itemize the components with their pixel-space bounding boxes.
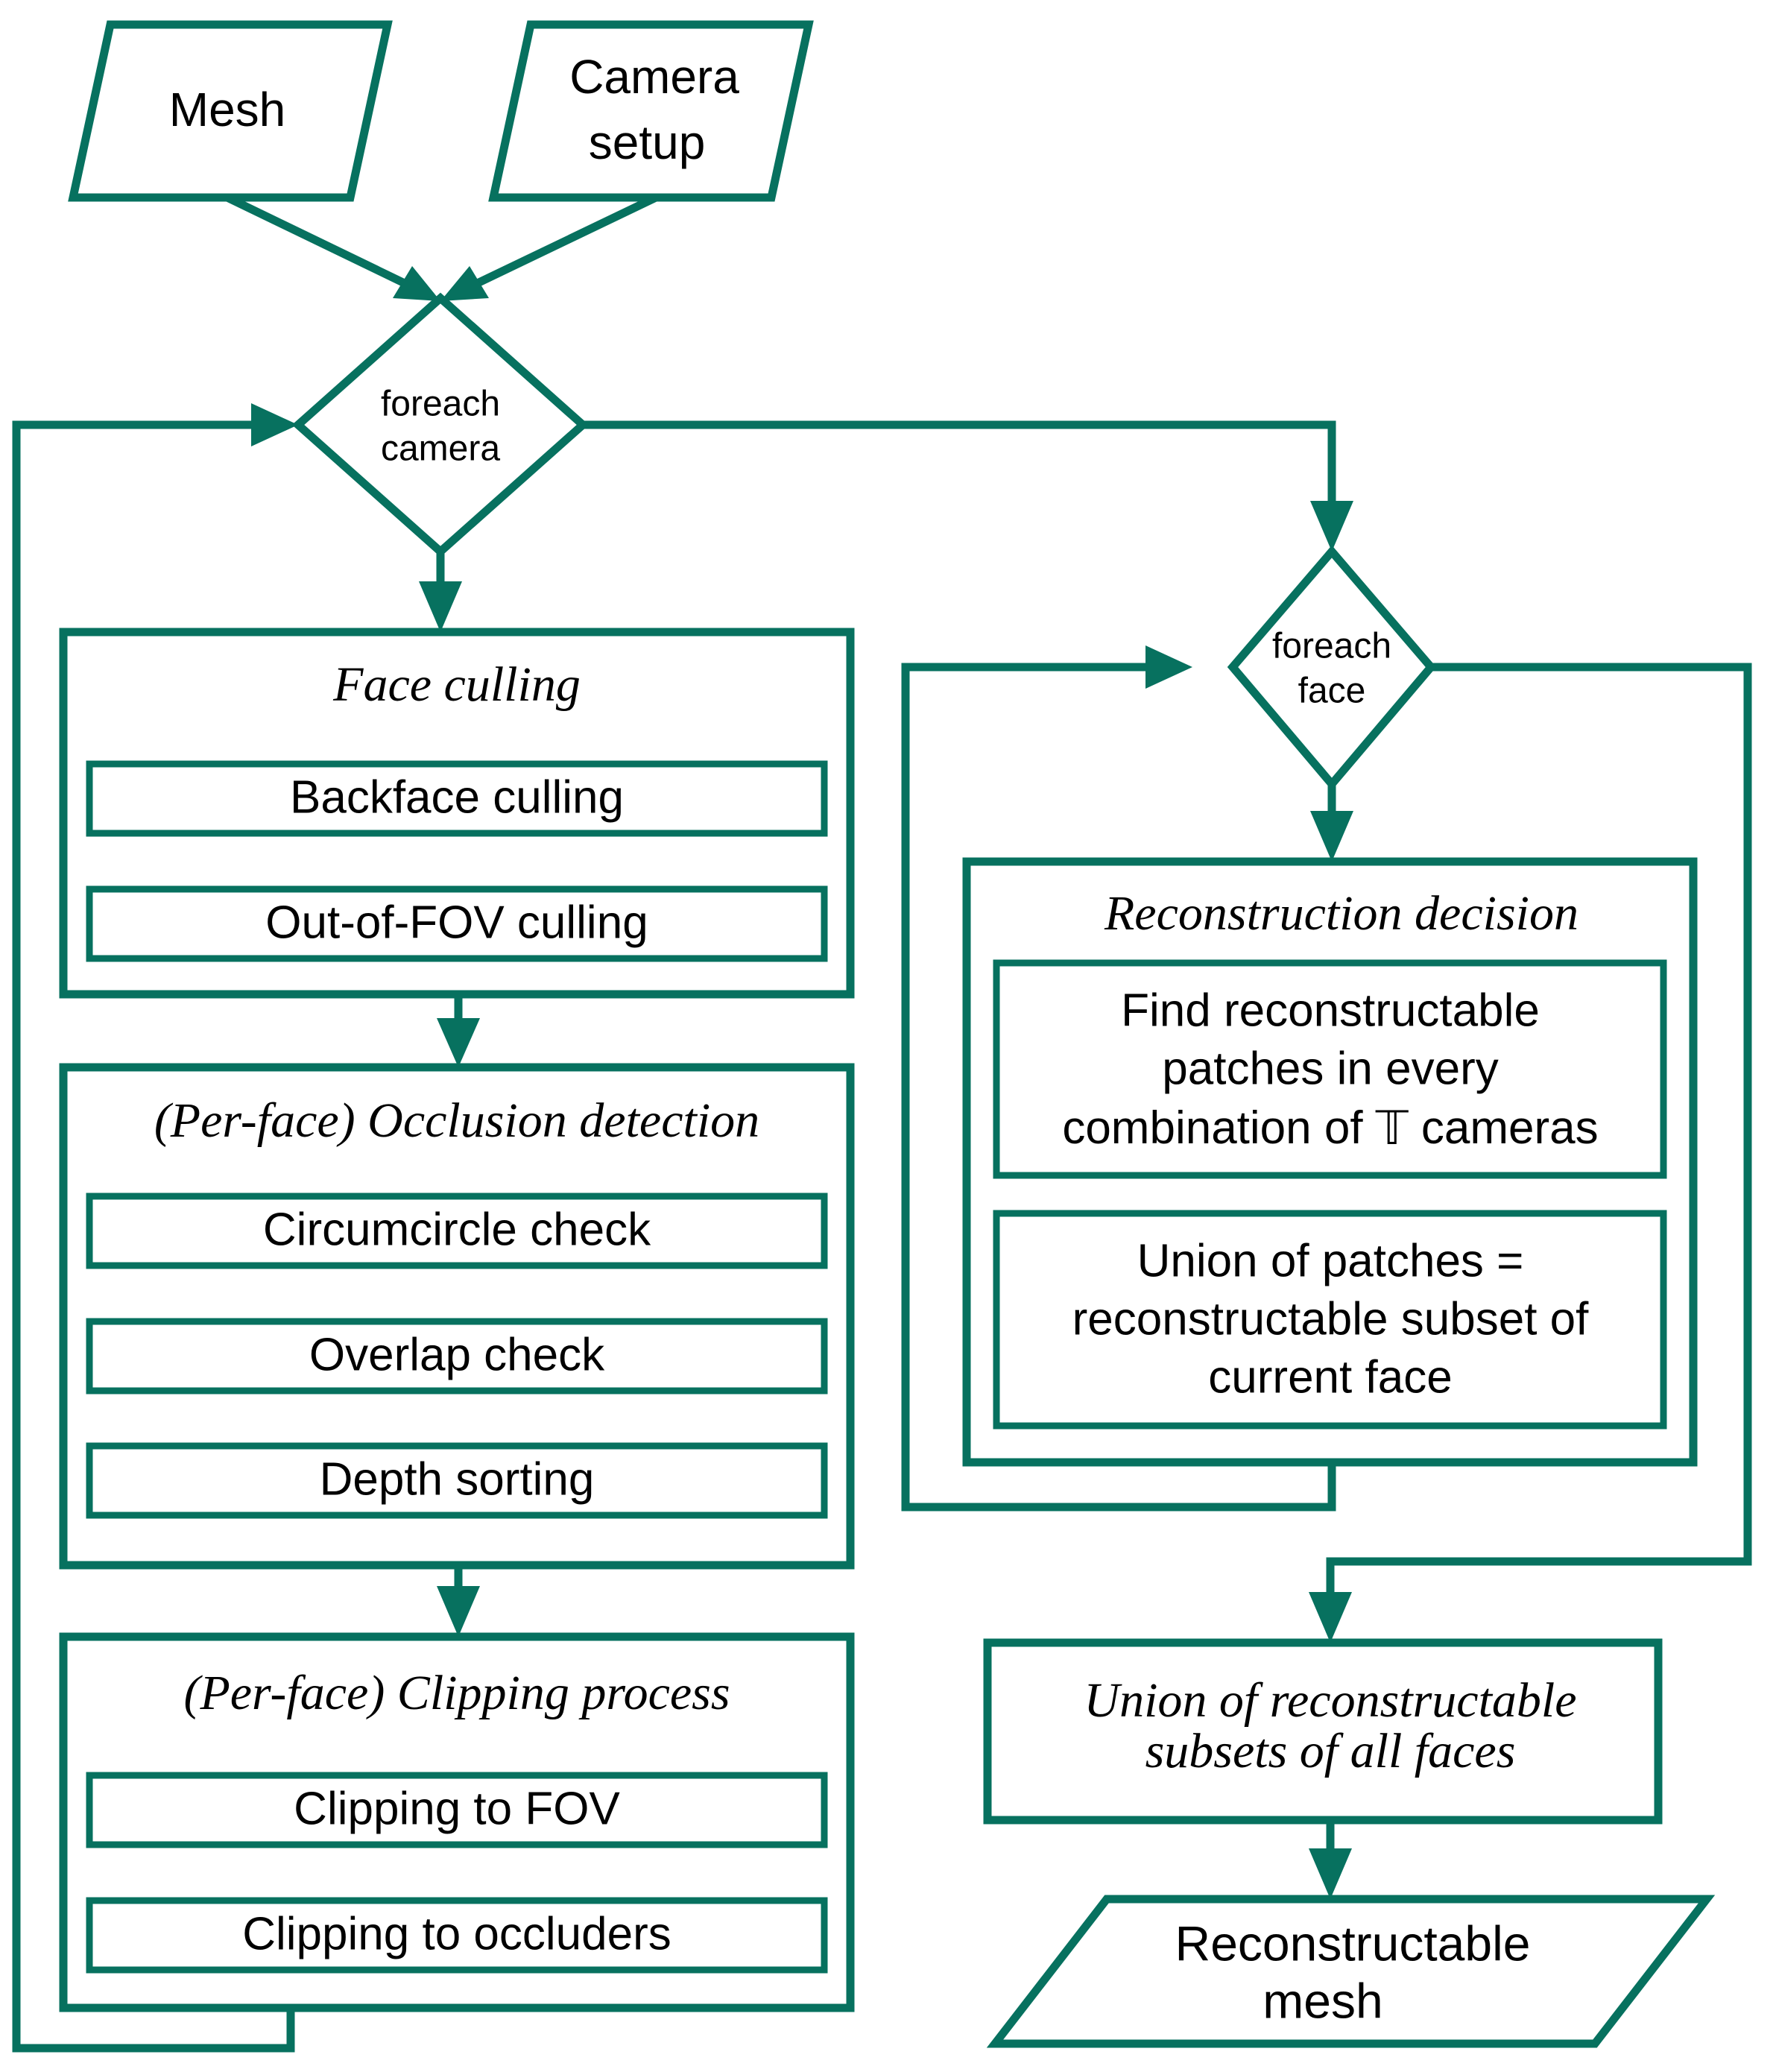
- edge-loop-camera-to-loop-face: [583, 420, 1353, 552]
- blackboard-bold-t-symbol: 𝕋: [1375, 1101, 1409, 1155]
- step-backface-culling[interactable]: Backface culling: [86, 760, 828, 837]
- union-all-faces-line1: Union of reconstructable: [1084, 1673, 1576, 1728]
- find-patches-line3-post: cameras: [1409, 1102, 1599, 1154]
- edge-clipping-back-to-loop-camera: [12, 403, 298, 2053]
- group-occlusion-detection[interactable]: (Per-face) Occlusion detection Circumcir…: [59, 1063, 855, 1570]
- step-find-reconstructable-patches[interactable]: Find reconstructable patches in every co…: [993, 959, 1667, 1179]
- edge-loop-face-to-union-all: [1309, 663, 1752, 1643]
- occlusion-detection-title: (Per-face) Occlusion detection: [154, 1093, 759, 1148]
- input-mesh-label: Mesh: [169, 83, 286, 136]
- node-output-mesh[interactable]: Reconstructable mesh: [986, 1895, 1716, 2048]
- step-union-of-patches[interactable]: Union of patches = reconstructable subse…: [993, 1210, 1667, 1430]
- step-overlap-check-label: Overlap check: [309, 1329, 605, 1380]
- edge-union-all-to-output: [1309, 1820, 1352, 1899]
- union-patches-line1: Union of patches =: [1137, 1235, 1524, 1286]
- step-clipping-to-occluders[interactable]: Clipping to occluders: [86, 1897, 828, 1974]
- node-loop-camera[interactable]: foreach camera: [291, 292, 590, 558]
- step-out-of-fov-culling[interactable]: Out-of-FOV culling: [86, 885, 828, 962]
- step-depth-sorting-label: Depth sorting: [320, 1453, 595, 1505]
- step-clipping-to-fov[interactable]: Clipping to FOV: [86, 1772, 828, 1848]
- clipping-process-title: (Per-face) Clipping process: [183, 1666, 730, 1720]
- node-input-mesh[interactable]: Mesh: [68, 20, 393, 202]
- step-depth-sorting[interactable]: Depth sorting: [86, 1442, 828, 1519]
- output-mesh-line1: Reconstructable: [1175, 1915, 1531, 1971]
- find-patches-line2: patches in every: [1162, 1043, 1498, 1094]
- edge-reconstruction-back-to-loop-face: [901, 645, 1336, 1512]
- find-patches-line1: Find reconstructable: [1121, 985, 1540, 1036]
- node-input-camera-setup[interactable]: Camera setup: [488, 20, 814, 202]
- step-circumcircle-check-label: Circumcircle check: [263, 1204, 651, 1255]
- node-union-all-faces[interactable]: Union of reconstructable subsets of all …: [983, 1638, 1663, 1825]
- step-overlap-check[interactable]: Overlap check: [86, 1318, 828, 1395]
- loop-camera-label-line2: camera: [381, 429, 500, 469]
- loop-face-label-line1: foreach: [1272, 627, 1391, 666]
- step-clipping-to-occluders-label: Clipping to occluders: [242, 1908, 671, 1959]
- step-clipping-to-fov-label: Clipping to FOV: [294, 1783, 620, 1834]
- loop-face-label-line2: face: [1298, 672, 1366, 711]
- edge-mesh-to-loop-camera: [225, 194, 440, 301]
- input-camera-setup-label-line1: Camera: [569, 50, 739, 104]
- union-patches-line2: reconstructable subset of: [1072, 1293, 1589, 1345]
- output-mesh-line2: mesh: [1263, 1973, 1382, 2028]
- edge-face-culling-to-occlusion: [437, 994, 480, 1067]
- step-out-of-fov-culling-label: Out-of-FOV culling: [265, 897, 648, 948]
- step-circumcircle-check[interactable]: Circumcircle check: [86, 1193, 828, 1269]
- input-camera-setup-label-line2: setup: [589, 116, 706, 169]
- group-face-culling[interactable]: Face culling Backface culling Out-of-FOV…: [59, 628, 855, 999]
- union-patches-line3: current face: [1208, 1351, 1452, 1403]
- group-reconstruction-decision[interactable]: Reconstruction decision Find reconstruct…: [962, 857, 1698, 1467]
- find-patches-line3: combination of 𝕋 cameras: [1062, 1101, 1598, 1155]
- step-backface-culling-label: Backface culling: [290, 771, 624, 823]
- loop-camera-label-line1: foreach: [381, 385, 500, 424]
- edge-loop-camera-to-face-culling: [419, 552, 462, 632]
- edge-loop-face-to-reconstruction: [1310, 784, 1353, 862]
- union-all-faces-line2: subsets of all faces: [1145, 1724, 1516, 1778]
- face-culling-title: Face culling: [332, 657, 581, 712]
- group-clipping-process[interactable]: (Per-face) Clipping process Clipping to …: [59, 1632, 855, 2012]
- find-patches-line3-pre: combination of: [1062, 1102, 1375, 1154]
- node-loop-face[interactable]: foreach face: [1227, 545, 1437, 791]
- edge-occlusion-to-clipping: [437, 1565, 480, 1637]
- edge-camera-setup-to-loop-camera: [440, 194, 658, 301]
- reconstruction-decision-title: Reconstruction decision: [1104, 886, 1579, 941]
